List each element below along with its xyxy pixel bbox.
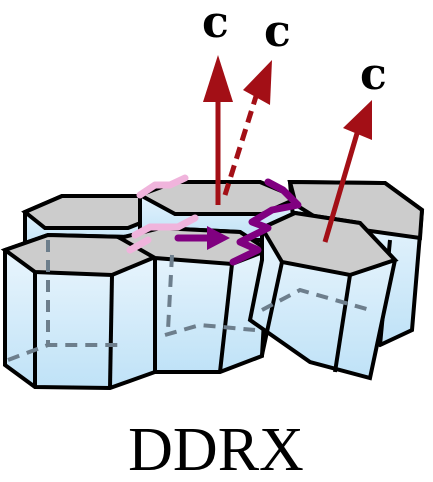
c-axis-arrowhead-icon (203, 55, 233, 102)
c-axis-right-arrowhead-icon (343, 100, 372, 140)
c-axis-arrow-dashed (222, 89, 261, 196)
migrated-grain-boundary (174, 178, 302, 266)
c-axis-label-1: c (202, 0, 229, 48)
figure-caption: DDRX (128, 416, 304, 482)
c-axis-label-3: c (360, 49, 387, 100)
c-axis-label-2: c (264, 6, 291, 57)
front-left-grain (0, 232, 165, 391)
migration-arrow-icon (207, 226, 230, 250)
front-right-tilted-grain (247, 210, 399, 381)
old-grain-boundary (126, 174, 199, 254)
c-axis-arrow-right (322, 129, 361, 243)
c-axis-dashed-arrowhead-icon (243, 60, 272, 105)
c-axes (203, 55, 372, 243)
